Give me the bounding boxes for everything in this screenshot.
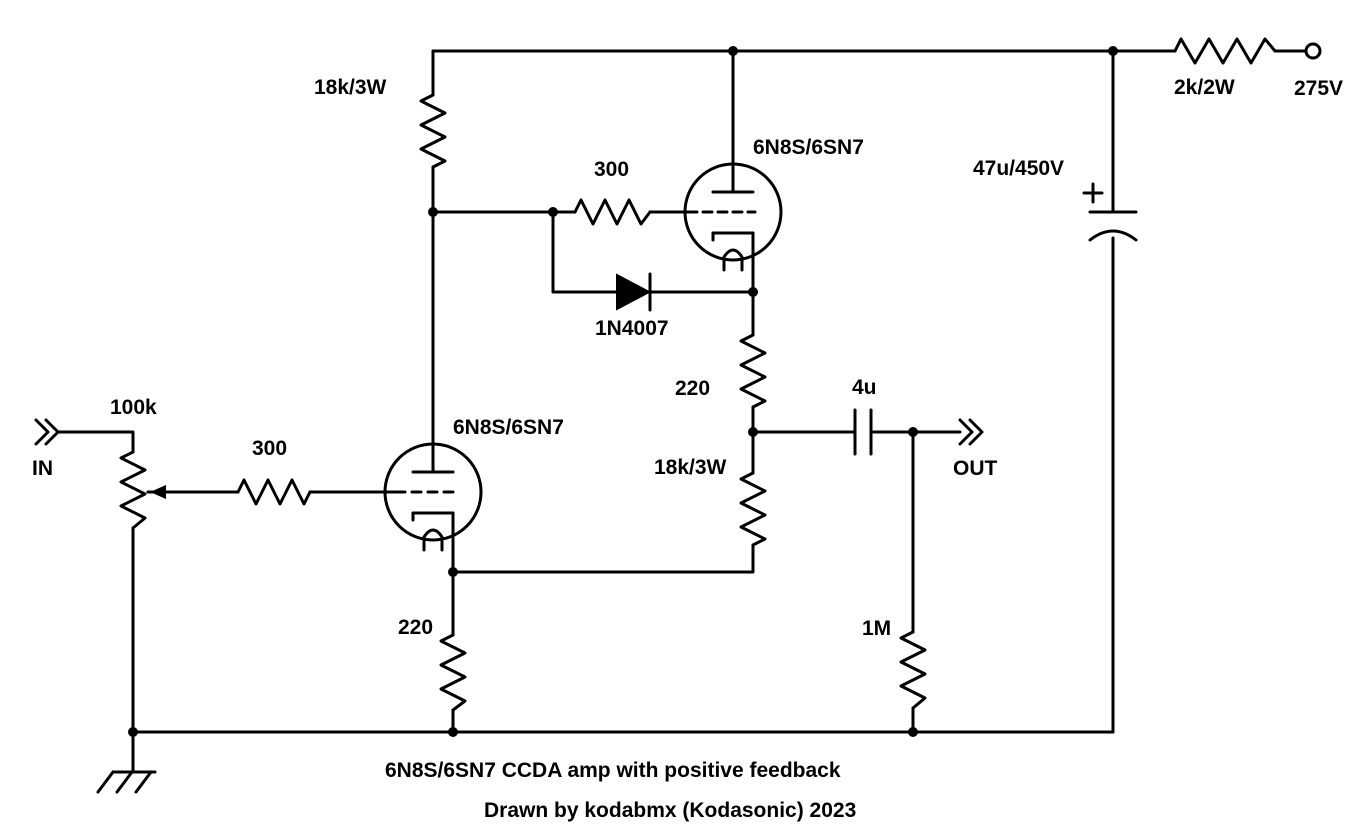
resistor-18k-feedback — [739, 471, 767, 547]
resistor-220-lower-cathode — [439, 633, 467, 712]
label-tube-lower: 6N8S/6SN7 — [453, 416, 564, 439]
resistor-220-upper-cathode — [739, 333, 767, 409]
label-tube-upper: 6N8S/6SN7 — [753, 136, 864, 159]
label-r-dropper: 2k/2W — [1174, 76, 1235, 99]
junction-dots — [128, 46, 1118, 737]
label-r-feedback: 18k/3W — [654, 456, 727, 479]
label-r-cathode-upper: 220 — [675, 377, 710, 400]
ground-icon — [96, 770, 157, 794]
caption-title: 6N8S/6SN7 CCDA amp with positive feedbac… — [385, 759, 841, 782]
label-r-cathode-lower: 220 — [398, 616, 433, 639]
resistor-2k-dropper — [1173, 37, 1277, 65]
label-r-grid-lower: 300 — [252, 437, 287, 460]
potentiometer-100k — [119, 450, 166, 530]
label-supply-voltage: 275V — [1294, 77, 1343, 100]
resistor-1M-load — [899, 630, 927, 710]
capacitor-47u — [1082, 182, 1138, 242]
plus-icon — [1082, 182, 1104, 204]
label-input: IN — [32, 457, 53, 480]
tube-lower — [383, 442, 483, 552]
diode-1n4007 — [616, 272, 652, 312]
label-output: OUT — [953, 457, 998, 480]
resistor-300-upper-grid — [573, 198, 652, 226]
label-pot: 100k — [110, 396, 157, 419]
wire — [551, 210, 619, 294]
wire — [451, 543, 755, 574]
label-r-grid-upper: 300 — [594, 158, 629, 181]
tube-upper — [683, 158, 783, 274]
output-terminal-icon — [958, 418, 984, 446]
resistor-300-lower-grid — [236, 478, 312, 506]
caption-credit: Drawn by kodabmx (Kodasonic) 2023 — [484, 799, 856, 822]
resistor-18k-plate — [419, 93, 447, 169]
label-cap-filter: 47u/450V — [973, 157, 1064, 180]
wires — [56, 49, 1307, 774]
capacitor-4u — [853, 408, 873, 456]
label-r-plate-supply: 18k/3W — [314, 76, 387, 99]
wire — [56, 430, 135, 454]
input-terminal-icon — [34, 418, 60, 446]
label-diode: 1N4007 — [595, 317, 669, 340]
label-r-load: 1M — [862, 617, 891, 640]
label-cap-coupling: 4u — [852, 376, 877, 399]
supply-terminal-icon — [1304, 42, 1322, 60]
